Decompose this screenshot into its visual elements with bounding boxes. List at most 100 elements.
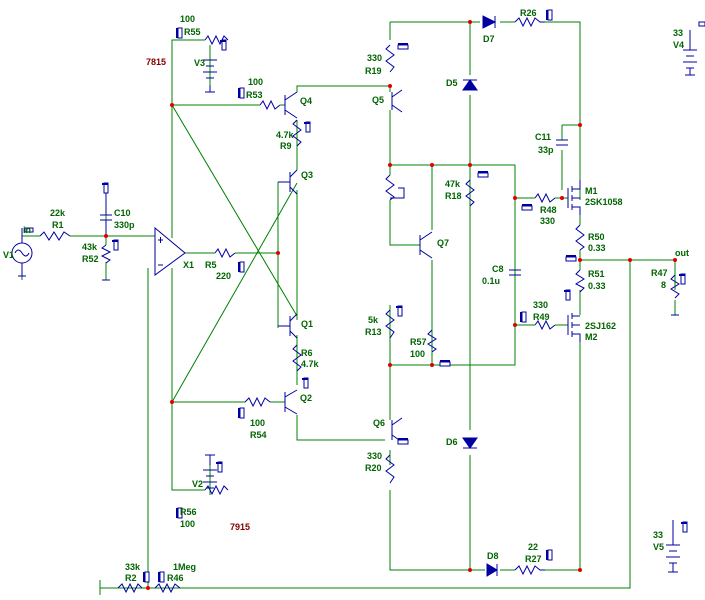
labels: 100 R55 V3 7815 100 R53 Q4 4.7k R9 Q3 33…: [3, 8, 689, 583]
r54-resistor: [244, 396, 271, 408]
v5-value: 33: [653, 530, 663, 540]
q2-name: Q2: [300, 393, 312, 403]
r57-resistor: [427, 329, 437, 353]
r6-resistor: [292, 344, 302, 372]
r54-name: R54: [250, 430, 267, 440]
c10-name: C10: [114, 208, 131, 218]
q1-name: Q1: [301, 319, 313, 329]
v4-value: 33: [673, 28, 683, 38]
r53-name: R53: [246, 90, 263, 100]
v2-battery: [203, 454, 217, 489]
r1-resistor: [39, 231, 71, 241]
r27-resistor: [514, 564, 545, 576]
r47-name: R47: [651, 268, 668, 278]
r51-value: 0.33: [588, 281, 606, 291]
d6-name: D6: [446, 437, 458, 447]
r13-resistor: [385, 309, 395, 339]
r51-resistor: [574, 269, 585, 293]
r56-value: 100: [180, 519, 195, 529]
q4-name: Q4: [300, 96, 312, 106]
v4-battery: [683, 30, 697, 76]
junctions: [104, 20, 677, 590]
r1-value: 22k: [50, 208, 66, 218]
c10-capacitor: [100, 190, 112, 236]
r55-resistor: [204, 34, 229, 46]
m2-part: 2SJ162: [585, 321, 616, 331]
v5-battery: [666, 520, 680, 573]
r48-name: R48: [540, 205, 557, 215]
m1-name: M1: [585, 186, 598, 196]
q6-name: Q6: [373, 418, 385, 428]
q3-name: Q3: [301, 170, 313, 180]
v2-name: V2: [192, 479, 203, 489]
r56-resistor: [204, 484, 229, 496]
m2-mosfet: [567, 313, 581, 342]
r48-resistor: [534, 192, 556, 204]
d5-diode: [462, 79, 478, 91]
r18-value: 47k: [445, 179, 461, 189]
r52-resistor: [100, 244, 112, 264]
probes: [24, 9, 705, 583]
r48-value: 330: [540, 216, 555, 226]
r26-name: R26: [520, 8, 537, 18]
d5-name: D5: [446, 78, 458, 88]
r2-name: R2: [125, 573, 137, 583]
d7-diode: [482, 15, 497, 29]
x1-name: X1: [183, 260, 194, 270]
wires: [21, 21, 676, 595]
r6-value: 4.7k: [301, 359, 320, 369]
r57-name: R57: [410, 337, 427, 347]
d8-name: D8: [487, 551, 499, 561]
c11-capacitor: [556, 139, 568, 146]
v1-name: V1: [3, 250, 14, 260]
r6-name: R6: [301, 348, 313, 358]
r18-resistor: [465, 179, 475, 207]
reg-top: 7815: [146, 57, 166, 67]
x1-opamp: [154, 226, 186, 276]
m1-part: 2SK1058: [585, 197, 623, 207]
r49-value: 330: [533, 300, 548, 310]
r50-name: R50: [588, 232, 605, 242]
r53-value: 100: [248, 77, 263, 87]
r19-resistor: [385, 44, 395, 73]
r51-name: R51: [588, 269, 605, 279]
d7-name: D7: [483, 34, 495, 44]
out-label: out: [675, 248, 689, 258]
q7-name: Q7: [437, 238, 449, 248]
q5-transistor: [391, 89, 403, 113]
r13-value: 5k: [368, 315, 379, 325]
r55-name: R55: [184, 27, 201, 37]
r46-name: R46: [167, 573, 184, 583]
r50-value: 0.33: [588, 243, 606, 253]
r9-resistor: [292, 119, 302, 147]
r55-value: 100: [180, 14, 195, 24]
pot-resistor: [385, 174, 405, 201]
r5-resistor: [214, 247, 236, 259]
m1-mosfet: [567, 180, 581, 215]
q4-transistor: [284, 91, 298, 119]
q5-name: Q5: [372, 95, 384, 105]
r53-resistor: [259, 99, 281, 111]
r52-value: 43k: [82, 242, 98, 252]
q2-transistor: [284, 389, 298, 415]
r27-name: R27: [525, 554, 542, 564]
m2-name: M2: [585, 332, 598, 342]
c11-value: 33p: [538, 145, 554, 155]
v5-name: V5: [653, 542, 664, 552]
r57-value: 100: [410, 349, 425, 359]
q3-transistor: [278, 169, 298, 195]
q1-transistor: [278, 313, 298, 339]
r46-resistor: [154, 582, 181, 594]
v4-name: V4: [673, 40, 684, 50]
d6-diode: [462, 437, 478, 449]
r2-value: 33k: [125, 562, 141, 572]
r47-resistor: [670, 274, 680, 316]
r9-name: R9: [280, 141, 292, 151]
in-label: in: [23, 225, 31, 235]
r13-name: R13: [365, 327, 382, 337]
d8-diode: [486, 563, 498, 577]
r49-resistor: [534, 319, 556, 331]
components: [11, 15, 697, 594]
r18-name: R18: [445, 191, 462, 201]
